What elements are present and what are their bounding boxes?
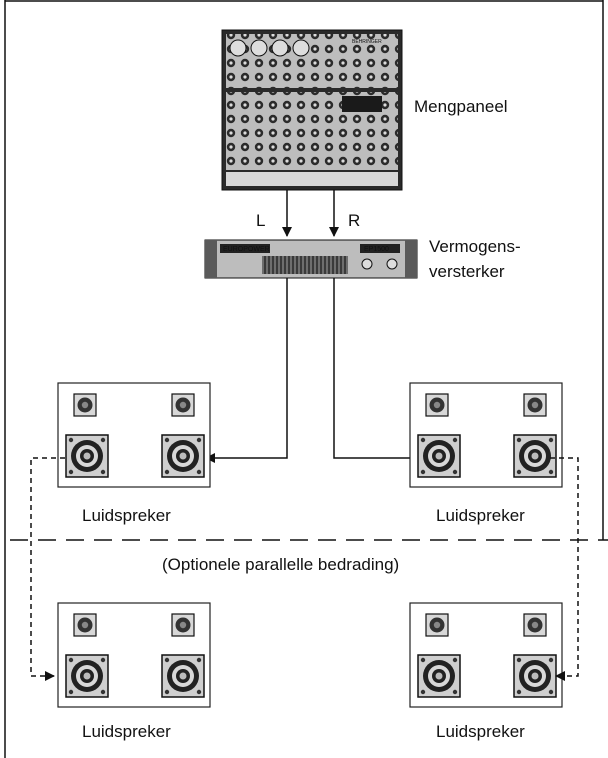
optional-wiring-label: (Optionele parallelle bedrading) bbox=[162, 555, 399, 574]
speaker-label-bottom-left: Luidspreker bbox=[82, 722, 171, 741]
speakon-connector-icon bbox=[417, 434, 461, 478]
speakon-connector-icon bbox=[161, 654, 205, 698]
jack-input-icon bbox=[425, 393, 449, 417]
speaker-label-bottom-right: Luidspreker bbox=[436, 722, 525, 741]
jack-input-icon bbox=[425, 613, 449, 637]
amp-to-right-speaker-cable bbox=[333, 278, 420, 463]
speaker-top-right bbox=[409, 382, 563, 488]
amp-to-left-speaker-cable bbox=[205, 278, 288, 463]
speakon-connector-icon bbox=[65, 434, 109, 478]
speakon-connector-icon bbox=[161, 434, 205, 478]
speakon-connector-icon bbox=[513, 434, 557, 478]
mixer-brand: BEHRINGER bbox=[352, 39, 382, 45]
jack-input-icon bbox=[523, 613, 547, 637]
parallel-cable-left bbox=[30, 457, 65, 681]
amp-label-line2: versterker bbox=[429, 262, 505, 281]
parallel-cable-right bbox=[550, 457, 579, 681]
amp-label-line1: Vermogens- bbox=[429, 237, 521, 256]
speakon-connector-icon bbox=[65, 654, 109, 698]
jack-input-icon bbox=[171, 393, 195, 417]
speakon-connector-icon bbox=[417, 654, 461, 698]
speaker-label-top-right: Luidspreker bbox=[436, 506, 525, 525]
amp-brand: EUROPOWER bbox=[223, 246, 270, 253]
jack-input-icon bbox=[73, 393, 97, 417]
right-channel-label: R bbox=[348, 211, 360, 230]
mixer-device: BEHRINGER bbox=[221, 29, 403, 191]
jack-input-icon bbox=[523, 393, 547, 417]
speaker-bottom-left bbox=[57, 602, 211, 708]
amp-model: EP1500 bbox=[364, 246, 389, 253]
speaker-bottom-right bbox=[409, 602, 563, 708]
mixer-label: Mengpaneel bbox=[414, 97, 508, 116]
speakon-connector-icon bbox=[513, 654, 557, 698]
speaker-label-top-left: Luidspreker bbox=[82, 506, 171, 525]
power-amplifier: EUROPOWER EP1500 bbox=[204, 239, 418, 279]
left-channel-label: L bbox=[256, 211, 265, 230]
speaker-top-left bbox=[57, 382, 211, 488]
jack-input-icon bbox=[171, 613, 195, 637]
jack-input-icon bbox=[73, 613, 97, 637]
